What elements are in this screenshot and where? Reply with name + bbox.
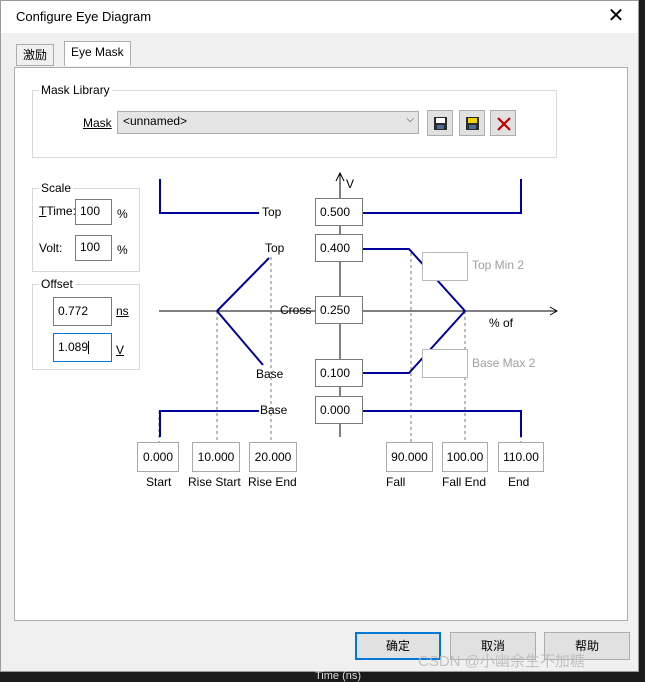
configure-eye-diagram-dialog: Configure Eye Diagram ✕ 激励 Eye Mask Mask…	[0, 0, 639, 672]
rise-end-time-input[interactable]: 20.000	[249, 442, 297, 472]
v-axis-label: V	[346, 177, 355, 191]
eye-mask-tab-page	[14, 67, 628, 621]
scale-group	[32, 188, 140, 272]
fall-label: Fall	[386, 475, 406, 489]
offset-group	[32, 284, 140, 370]
time-scale-label: TTime:	[39, 204, 76, 218]
time-offset-unit: ns	[116, 304, 129, 318]
cancel-button[interactable]: 取消	[450, 632, 536, 660]
text-cursor	[88, 341, 90, 355]
mask-library-group	[32, 90, 557, 158]
save-icon	[434, 117, 447, 130]
cross-label: Cross	[280, 303, 312, 317]
top-min-input[interactable]	[422, 252, 468, 281]
time-scale-unit: %	[117, 207, 128, 221]
delete-mask-button[interactable]	[490, 110, 516, 136]
start-time-input[interactable]: 0.000	[137, 442, 179, 472]
top-outer-value-input[interactable]: 0.500	[315, 198, 363, 226]
volt-offset-input[interactable]: 1.089	[53, 333, 112, 362]
base-inner-label: Base	[256, 367, 284, 381]
volt-scale-label: Volt:	[39, 241, 63, 255]
base-outer-right	[362, 410, 522, 437]
save-as-icon	[466, 117, 479, 130]
fall-end-time-input[interactable]: 100.00	[442, 442, 488, 472]
top-inner-label: Top	[265, 241, 285, 255]
help-button[interactable]: 帮助	[544, 632, 630, 660]
end-time-input[interactable]: 110.00	[498, 442, 544, 472]
top-outer-right	[362, 179, 522, 214]
background-axis-label: Time (ns)	[315, 670, 362, 682]
rise-start-time-input[interactable]: 10.000	[192, 442, 240, 472]
start-label: Start	[146, 475, 172, 489]
base-outer-left	[159, 410, 259, 437]
chevron-down-icon: ⌵	[406, 114, 414, 125]
top-outer-label: Top	[262, 205, 282, 219]
close-icon[interactable]: ✕	[607, 5, 625, 27]
time-offset-input[interactable]: 0.772	[53, 297, 112, 326]
base-inner-value-input[interactable]: 0.100	[315, 359, 363, 387]
end-label: End	[508, 475, 530, 489]
base-outer-label: Base	[260, 403, 288, 417]
tab-stimulus[interactable]: 激励	[16, 44, 55, 66]
eye-rise-base	[216, 310, 264, 366]
eye-mask-diagram	[158, 171, 559, 445]
base-max-input[interactable]	[422, 349, 468, 378]
fall-time-input[interactable]: 90.000	[386, 442, 433, 472]
mask-label: Mask	[83, 116, 112, 130]
save-as-mask-button[interactable]	[459, 110, 485, 136]
pct-axis-label: % of	[489, 316, 514, 330]
offset-label: Offset	[39, 277, 75, 291]
watermark: CSDN @小幽余生不加糖	[418, 653, 585, 670]
v-axis-arrow	[335, 171, 345, 182]
mask-trace	[159, 179, 522, 437]
top-min-label: Top Min 2	[472, 258, 525, 272]
scale-label: Scale	[39, 181, 74, 195]
base-max-label: Base Max 2	[472, 356, 536, 370]
volt-scale-unit: %	[117, 243, 128, 257]
cross-value-input[interactable]: 0.250	[315, 296, 363, 324]
title-bar: Configure Eye Diagram ✕	[1, 1, 638, 33]
mask-library-label: Mask Library	[39, 83, 112, 97]
eye-rise-top	[216, 257, 270, 312]
rise-end-label: Rise End	[248, 475, 297, 489]
top-outer-left	[159, 179, 259, 214]
window-title: Configure Eye Diagram	[16, 9, 152, 24]
eye-fall-edges	[362, 248, 467, 374]
fall-end-label: Fall End	[442, 475, 487, 489]
base-outer-value-input[interactable]: 0.000	[315, 396, 363, 424]
ok-button[interactable]: 确定	[355, 632, 441, 660]
tab-eye-mask[interactable]: Eye Mask	[64, 41, 131, 66]
time-axis-arrow	[549, 306, 559, 316]
mask-select[interactable]: <unnamed> ⌵	[117, 111, 419, 134]
save-mask-button[interactable]	[427, 110, 453, 136]
rise-start-label: Rise Start	[188, 475, 241, 489]
mask-select-value: <unnamed>	[123, 114, 188, 128]
time-scale-input[interactable]: 100	[75, 199, 112, 225]
volt-offset-unit: V	[116, 343, 125, 357]
volt-scale-input[interactable]: 100	[75, 235, 112, 261]
delete-icon	[497, 117, 511, 131]
top-inner-value-input[interactable]: 0.400	[315, 234, 363, 262]
